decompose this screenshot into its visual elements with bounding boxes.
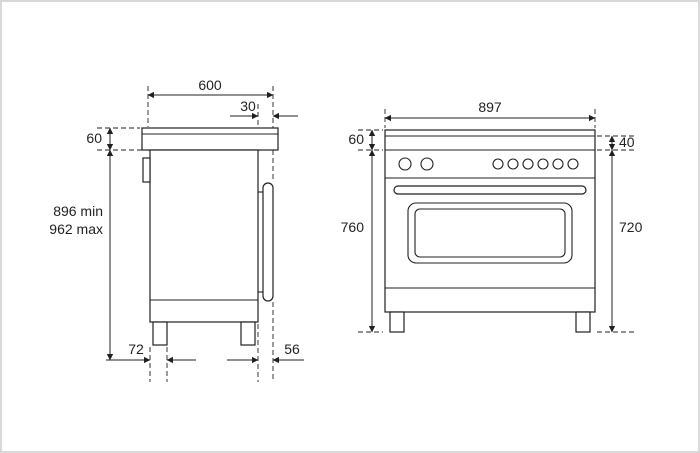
front-width-label: 897 <box>478 99 502 115</box>
side-height-min-label: 896 min <box>53 203 103 219</box>
front-height-label: 760 <box>341 219 365 235</box>
front-oven-handle <box>393 185 587 195</box>
knob-icon <box>420 157 434 171</box>
knob-icon <box>492 158 504 170</box>
knob-icon <box>567 158 579 170</box>
front-oven-window-outer <box>407 202 573 264</box>
knob-icon <box>537 158 549 170</box>
knob-icon <box>507 158 519 170</box>
front-body <box>384 129 596 313</box>
side-depth-label: 600 <box>198 77 222 93</box>
knob-icon <box>398 157 412 171</box>
side-worktop <box>141 127 279 151</box>
control-knobs <box>398 157 579 171</box>
front-view: 897 60 760 40 720 <box>341 99 643 333</box>
side-top-offset-label: 30 <box>240 98 256 114</box>
front-right-foot <box>575 311 591 333</box>
front-side-height-label: 720 <box>619 219 643 235</box>
front-view-dimension-lines <box>368 114 616 333</box>
knob-icon <box>522 158 534 170</box>
front-oven-window-inner <box>414 208 566 258</box>
side-foot-offset-label: 72 <box>128 341 144 357</box>
side-height-max-label: 962 max <box>49 221 103 237</box>
side-view-dimension-lines <box>106 91 304 364</box>
knob-icon <box>552 158 564 170</box>
side-worktop-height-label: 60 <box>86 130 102 146</box>
side-front-foot <box>240 321 256 346</box>
front-worktop-height-label: 60 <box>348 131 364 147</box>
side-rear-bracket <box>142 157 151 183</box>
side-view: 600 30 60 896 min 962 max 72 56 <box>49 77 304 382</box>
side-handle-offset-label: 56 <box>284 341 300 357</box>
side-rear-foot <box>152 321 168 346</box>
front-trim-height-label: 40 <box>619 134 635 150</box>
side-door-handle <box>262 182 274 302</box>
front-left-foot <box>389 311 405 333</box>
side-body <box>149 149 259 323</box>
